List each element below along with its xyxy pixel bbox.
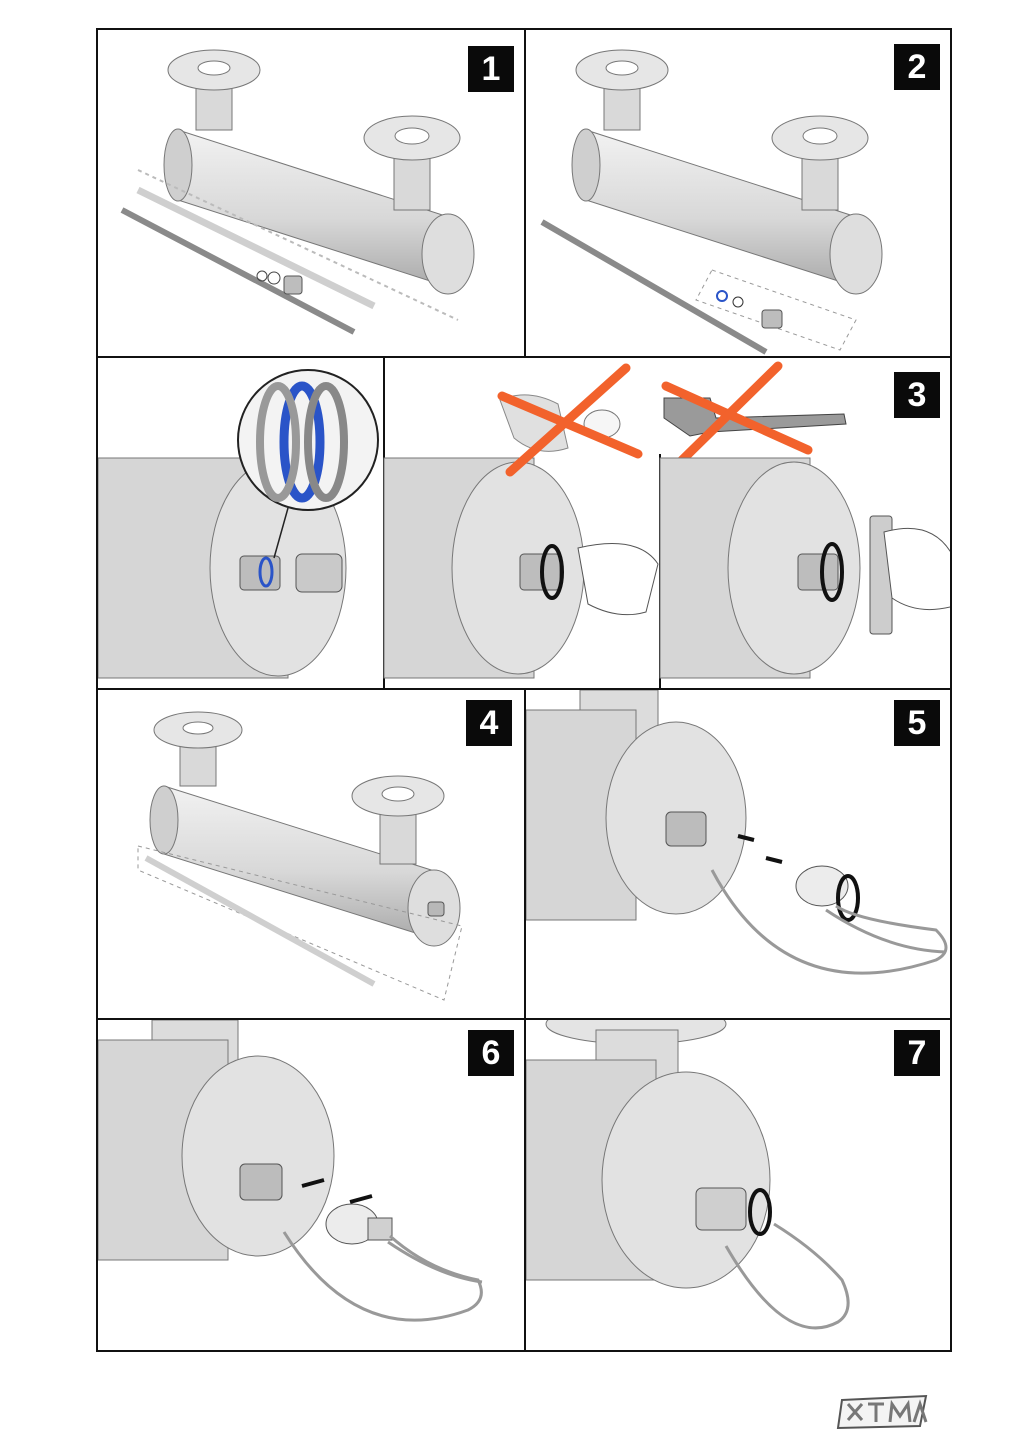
push-arrow-icon (301, 1178, 325, 1188)
brand-logo (836, 1392, 932, 1432)
push-arrow-icon (765, 856, 783, 864)
step-number-badge: 4 (466, 700, 512, 746)
push-arrow-icon (349, 1194, 373, 1204)
rotate-arrow-icon (540, 544, 564, 600)
step-6-panel: 6 (96, 1018, 526, 1352)
step-2-illustration (540, 49, 883, 355)
step-7-panel: 7 (524, 1018, 952, 1352)
hand-icon (577, 543, 659, 616)
step-number-badge: 3 (894, 372, 940, 418)
step-number-badge: 7 (894, 1030, 940, 1076)
step-1-panel: 1 (96, 28, 526, 358)
rotate-arrow-icon (748, 1188, 772, 1236)
step-number-badge: 1 (468, 46, 514, 92)
step-number-badge: 5 (894, 700, 940, 746)
step-6-illustration (98, 1020, 483, 1322)
step-5-illustration (526, 690, 948, 975)
step-1-illustration (120, 49, 475, 335)
step-number-badge: 2 (894, 44, 940, 90)
step-7-illustration (526, 1020, 850, 1330)
cross-mark-icon (661, 361, 813, 473)
step-2-panel: 2 (524, 28, 952, 358)
step-5-panel: 5 (524, 688, 952, 1020)
rotate-arrow-icon (836, 874, 860, 922)
step-3-panel: 3 (96, 356, 952, 690)
step-4-illustration (137, 711, 463, 1001)
cross-mark-icon (497, 363, 643, 477)
step-number-badge: 6 (468, 1030, 514, 1076)
brand-logo-mark (836, 1394, 928, 1430)
step-4-panel: 4 (96, 688, 526, 1020)
step-3-illustration (98, 358, 950, 688)
rotate-arrow-icon (820, 542, 844, 602)
push-arrow-icon (737, 834, 755, 842)
hand-icon (883, 527, 950, 611)
